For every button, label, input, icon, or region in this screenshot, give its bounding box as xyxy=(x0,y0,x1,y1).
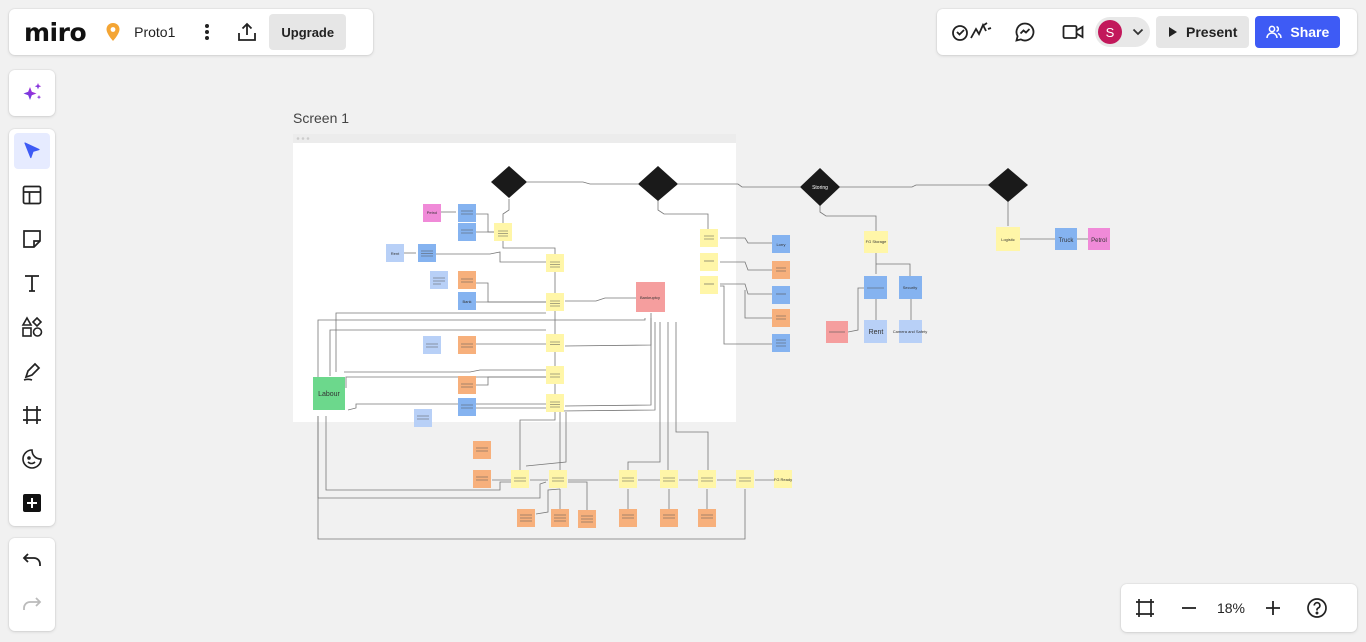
sticky-petrol-left: Petrol xyxy=(427,210,438,215)
frame-tool[interactable] xyxy=(14,397,50,433)
board-title[interactable]: Proto1 xyxy=(134,24,176,40)
upgrade-button[interactable]: Upgrade xyxy=(269,14,347,50)
present-label: Present xyxy=(1186,24,1238,40)
share-label: Share xyxy=(1290,24,1330,40)
help-icon[interactable] xyxy=(1301,592,1333,624)
sticky-truck: Truck xyxy=(1059,238,1075,244)
connectors xyxy=(317,181,1088,540)
frame-icon xyxy=(22,405,42,425)
zoom-out-icon[interactable] xyxy=(1173,592,1205,624)
sticky-petrol-right: Petrol xyxy=(1091,238,1107,244)
video-icon[interactable] xyxy=(1057,16,1089,48)
sticky-rent-left: Rent xyxy=(391,251,400,256)
ai-toolbar xyxy=(9,70,55,116)
select-tool[interactable] xyxy=(14,133,50,169)
history-toolbar xyxy=(9,538,55,631)
sticky-rent-right: Rent xyxy=(869,329,884,336)
zoom-level[interactable]: 18% xyxy=(1216,600,1246,616)
templates-icon xyxy=(22,185,42,205)
present-button[interactable]: Present xyxy=(1156,16,1250,48)
more-vertical-icon[interactable] xyxy=(191,16,223,48)
diamond-3-label: Storing xyxy=(812,185,828,191)
pen-icon xyxy=(22,361,42,381)
creation-toolbar xyxy=(9,129,55,526)
sticky-fg-storage: FG Storage xyxy=(866,239,887,244)
sticky-fg-ready: FG Ready xyxy=(774,477,792,482)
avatar[interactable]: S xyxy=(1098,20,1122,44)
stickers-icon xyxy=(21,448,43,470)
shapes-tool[interactable] xyxy=(14,309,50,345)
undo-button[interactable] xyxy=(14,542,50,578)
diamond-1 xyxy=(491,166,527,198)
diamond-3 xyxy=(800,168,840,206)
redo-button[interactable] xyxy=(14,586,50,622)
collaboration-toolbar: S Present Share xyxy=(937,9,1357,55)
ai-sparkle-icon[interactable] xyxy=(16,77,48,109)
shapes-icon xyxy=(21,316,43,338)
board-header: miro Proto1 Upgrade xyxy=(9,9,373,55)
stickers-tool[interactable] xyxy=(14,441,50,477)
collaborators-menu[interactable]: S xyxy=(1095,17,1150,47)
fit-screen-icon[interactable] xyxy=(1129,592,1161,624)
undo-icon xyxy=(22,552,42,568)
sticky-bankruptcy: Bankruptcy xyxy=(640,295,660,300)
sticky-security: Security xyxy=(903,285,917,290)
zoom-in-icon[interactable] xyxy=(1257,592,1289,624)
sticky-text-lines xyxy=(417,210,884,523)
reactions-icon[interactable] xyxy=(949,16,995,48)
miro-logo[interactable]: miro xyxy=(24,17,87,47)
sticky-note-tool[interactable] xyxy=(14,221,50,257)
diamond-2 xyxy=(638,166,678,201)
diamond-4 xyxy=(988,168,1028,202)
sticky-notes[interactable]: Rent Bank Petrol Bankruptcy Labour Lorry xyxy=(313,204,1110,528)
sticky-bank: Bank xyxy=(462,299,471,304)
frame-label[interactable]: Screen 1 xyxy=(293,110,350,126)
sticky-note-icon xyxy=(22,229,42,249)
text-tool[interactable] xyxy=(14,265,50,301)
share-button[interactable]: Share xyxy=(1255,16,1341,48)
location-pin-icon[interactable] xyxy=(102,16,124,48)
sticky-logistic: Logistic xyxy=(1001,237,1015,242)
redo-icon xyxy=(22,596,42,612)
export-icon[interactable] xyxy=(231,16,263,48)
share-users-icon xyxy=(1266,25,1283,39)
zoom-controls: 18% xyxy=(1121,584,1357,632)
more-apps-tool[interactable] xyxy=(14,485,50,521)
play-icon xyxy=(1168,26,1178,38)
cursor-icon xyxy=(22,141,42,161)
text-icon xyxy=(22,273,42,293)
sticky-labour: Labour xyxy=(318,391,340,398)
decision-diamonds[interactable]: Storing xyxy=(491,166,1028,206)
templates-tool[interactable] xyxy=(14,177,50,213)
chevron-down-icon[interactable] xyxy=(1132,28,1144,36)
plus-square-icon xyxy=(22,493,42,513)
sticky-lorry: Lorry xyxy=(776,242,785,247)
chat-icon[interactable] xyxy=(1009,16,1041,48)
pen-tool[interactable] xyxy=(14,353,50,389)
sticky-camera: Camera and Safety xyxy=(893,329,927,334)
